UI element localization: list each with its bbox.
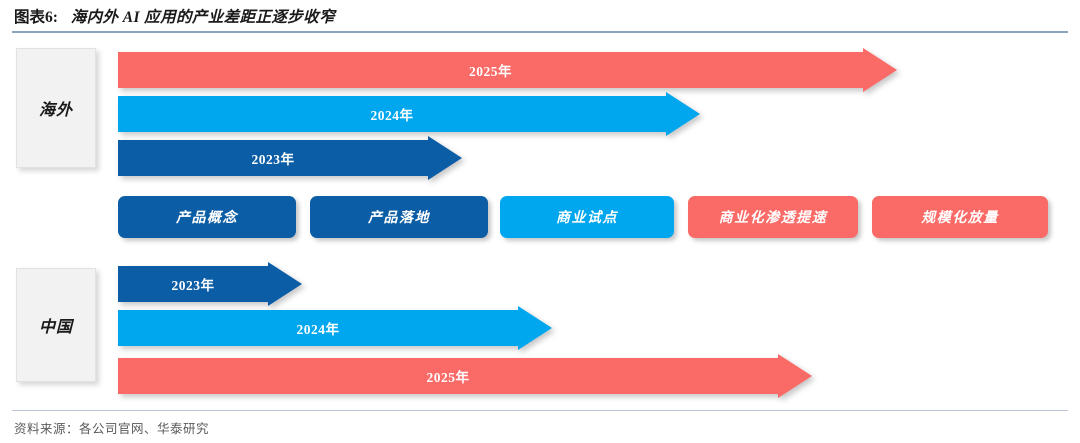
region-box-china: 中国 xyxy=(16,268,96,382)
arrow-china-2023: 2023年 xyxy=(118,262,302,306)
stage-label-1: 产品概念 xyxy=(176,211,238,226)
stage-box-3: 商业试点 xyxy=(500,196,674,238)
stage-label-4: 商业化渗透提速 xyxy=(718,211,828,226)
source-note: 资料来源：各公司官网、华泰研究 xyxy=(14,422,210,436)
figure-number: 图表6: xyxy=(14,9,58,26)
stage-label-5: 规模化放量 xyxy=(921,211,999,226)
page-title: 图表6: 海内外 AI 应用的产业差距正逐步收窄 xyxy=(14,5,335,27)
region-box-overseas: 海外 xyxy=(16,48,96,168)
figure-title-text: 海内外 AI 应用的产业差距正逐步收窄 xyxy=(70,9,335,26)
arrow-overseas-2024: 2024年 xyxy=(118,92,700,136)
stage-label-2: 产品落地 xyxy=(368,211,430,226)
stage-label-3: 商业试点 xyxy=(556,211,618,226)
arrow-overseas-2023: 2023年 xyxy=(118,136,462,180)
header-divider xyxy=(12,31,1068,33)
region-label-overseas: 海外 xyxy=(38,102,73,119)
stage-box-5: 规模化放量 xyxy=(872,196,1048,238)
region-label-china: 中国 xyxy=(38,319,73,336)
arrow-china-2025: 2025年 xyxy=(118,354,812,398)
arrow-china-2024: 2024年 xyxy=(118,306,552,350)
footer-divider xyxy=(12,410,1068,411)
arrow-overseas-2025: 2025年 xyxy=(118,48,897,92)
stage-box-1: 产品概念 xyxy=(118,196,296,238)
stage-box-4: 商业化渗透提速 xyxy=(688,196,858,238)
stage-box-2: 产品落地 xyxy=(310,196,488,238)
